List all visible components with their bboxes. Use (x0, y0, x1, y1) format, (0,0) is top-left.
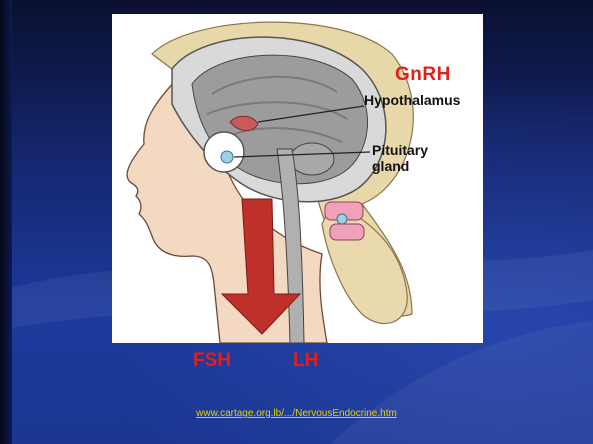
cerebellum (290, 143, 334, 175)
pituitary-label: Pituitary gland (372, 142, 452, 174)
pituitary-gland (221, 151, 233, 163)
ponytail (322, 204, 407, 324)
gnrh-label: GnRH (395, 64, 451, 86)
left-accent-bar (0, 0, 12, 444)
lh-label: LH (293, 350, 318, 372)
hypothalamus-label: Hypothalamus (364, 92, 460, 108)
fsh-label: FSH (193, 350, 231, 372)
source-link[interactable]: www.cartage.org.lb/.../NervousEndocrine.… (0, 408, 593, 419)
